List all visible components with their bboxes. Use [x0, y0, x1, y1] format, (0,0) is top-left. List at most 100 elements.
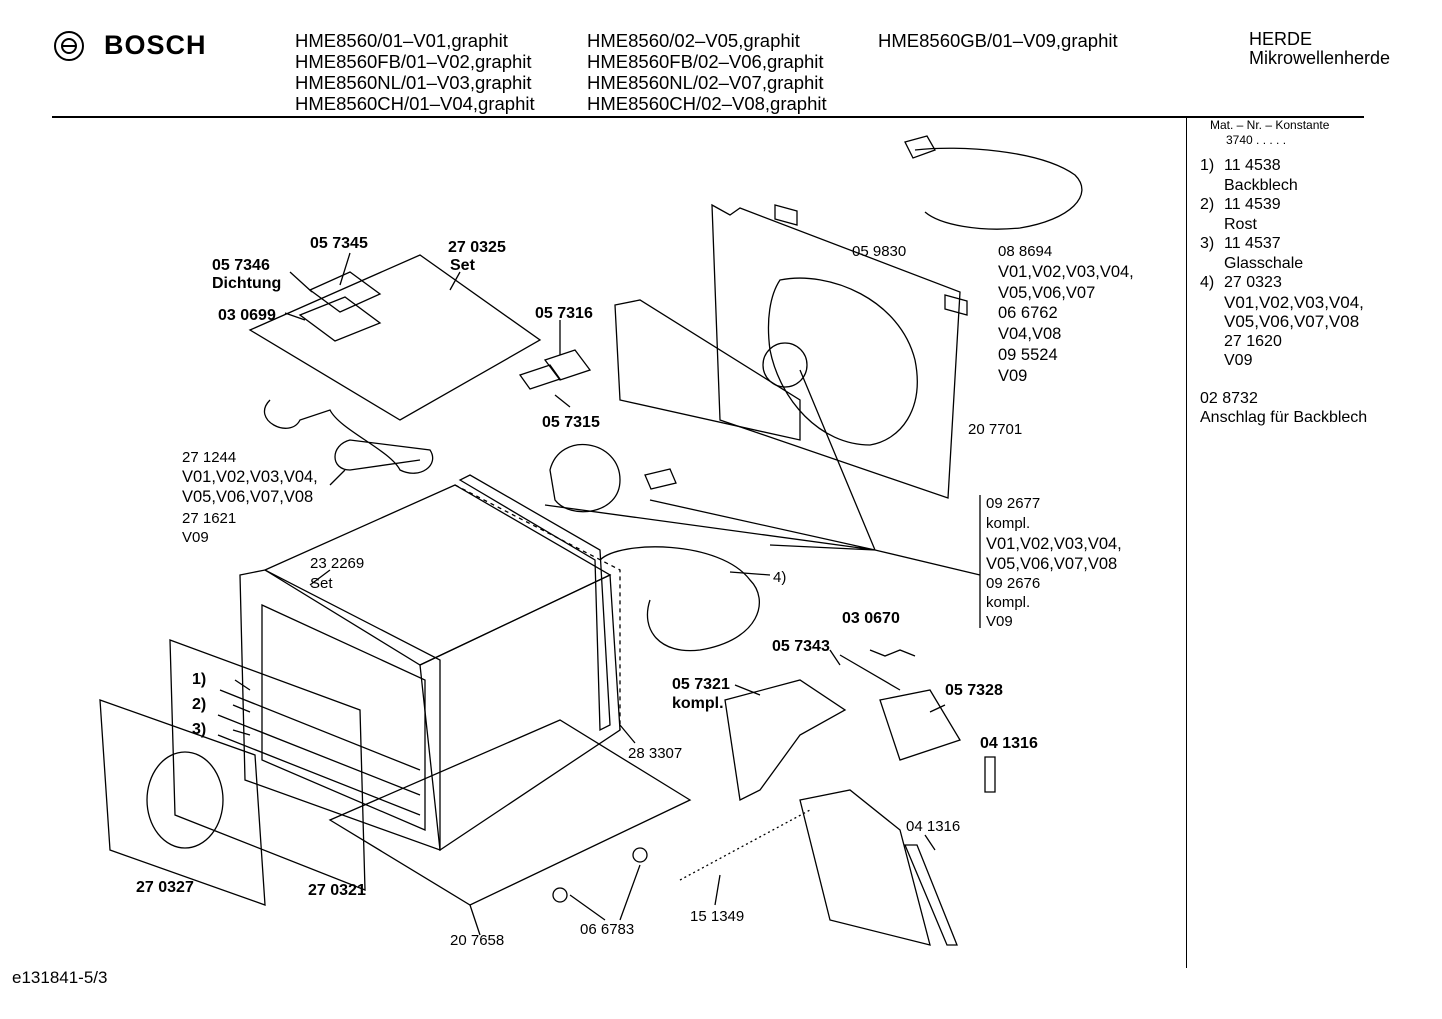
label-270325: 27 0325 — [448, 239, 506, 256]
cable — [679, 809, 811, 881]
shelf-rails — [217, 689, 421, 816]
document-id: e131841-5/3 — [12, 968, 108, 987]
legend-divider — [1186, 118, 1187, 968]
label-030670: 03 0670 — [842, 610, 900, 627]
konstante-value: 3740 . . . . . — [1226, 133, 1287, 147]
brand-block: BOSCH — [54, 30, 207, 61]
legend-item-part: 11 4538 — [1224, 157, 1281, 174]
door-perforation — [146, 751, 224, 849]
model-line: HME8560NL/01–V03,graphit — [295, 72, 532, 93]
legend-item-desc: Backblech — [1224, 176, 1298, 194]
model-line: HME8560GB/01–V09,graphit — [878, 30, 1118, 51]
label-v09-c: V09 — [986, 613, 1013, 630]
leader-lines — [232, 252, 981, 936]
label-057316: 05 7316 — [535, 305, 593, 322]
legend-item-part: 11 4539 — [1224, 196, 1281, 213]
label-270321: 27 0321 — [308, 882, 366, 899]
fan-plate — [644, 468, 677, 490]
label-variants-c2: V05,V06,V07,V08 — [986, 555, 1117, 573]
label-v09-b: V09 — [182, 529, 209, 546]
foot-1 — [632, 847, 648, 863]
legend-item: 1) 11 4538 — [1200, 156, 1367, 176]
label-030699: 03 0699 — [218, 307, 276, 324]
model-line: HME8560CH/02–V08,graphit — [587, 93, 827, 114]
label-v04-v08: V04,V08 — [998, 325, 1061, 343]
legend-item-number: 3) — [1200, 235, 1215, 252]
category-title: HERDE — [1249, 29, 1313, 49]
label-dichtung: Dichtung — [212, 275, 281, 292]
legend-item: 4) 27 0323 — [1200, 273, 1367, 293]
side-bracket — [799, 789, 931, 946]
label-kompl-3: kompl. — [672, 695, 724, 712]
stop-pin — [984, 756, 996, 793]
label-set: Set — [450, 257, 476, 274]
switch-bracket — [879, 689, 961, 761]
header-rule — [52, 116, 1364, 118]
door-glass-frame — [169, 639, 366, 891]
foot-2 — [552, 887, 568, 903]
bottom-heater — [599, 546, 760, 652]
fan-motor — [762, 342, 808, 388]
label-v09-a: V09 — [998, 367, 1027, 385]
door-latch — [724, 679, 847, 801]
exploded-parts-diagram: 05 7345 27 0325 Set 05 7346 Dichtung 03 … — [99, 135, 1134, 949]
label-271621: 27 1621 — [182, 510, 236, 527]
label-057345: 05 7345 — [310, 235, 368, 252]
bosch-logo-icon — [54, 30, 84, 61]
legend-extra-part: 02 8732 — [1200, 389, 1258, 407]
label-variants-a1: V01,V02,V03,V04, — [998, 263, 1134, 281]
insulation-mat — [458, 474, 611, 732]
legend-item-part: 27 0323 — [1224, 274, 1282, 291]
label-4: 4) — [773, 569, 786, 586]
legend-extra-desc: Anschlag für Backblech — [1200, 409, 1368, 426]
label-151349: 15 1349 — [690, 908, 744, 925]
model-line: HME8560/01–V01,graphit — [295, 30, 508, 51]
spring — [869, 649, 916, 657]
label-207658: 20 7658 — [450, 932, 504, 949]
label-088694: 08 8694 — [998, 243, 1052, 260]
label-066762: 06 6762 — [998, 304, 1058, 322]
label-variants-c1: V01,V02,V03,V04, — [986, 535, 1122, 553]
legend-item-number: 4) — [1200, 274, 1215, 291]
label-057346: 05 7346 — [212, 257, 270, 274]
model-line: HME8560FB/02–V06,graphit — [587, 51, 824, 72]
category-subtitle: Mikrowellenherde — [1249, 48, 1391, 68]
label-2: 2) — [192, 696, 206, 713]
label-059830: 05 9830 — [852, 243, 906, 260]
base-plate — [328, 719, 692, 906]
label-270327: 27 0327 — [136, 879, 194, 896]
power-plug — [904, 135, 936, 159]
legend-item-variants: V05,V06,V07,V08 — [1224, 312, 1360, 331]
fan-cover — [767, 277, 918, 446]
konstante-header: Mat. – Nr. – Konstante — [1210, 118, 1330, 132]
label-variants-a2: V05,V06,V07 — [998, 284, 1095, 302]
cavity-insulation — [454, 484, 621, 730]
top-window-glass — [298, 271, 382, 342]
label-271244: 27 1244 — [182, 449, 236, 466]
convection-fan — [549, 443, 621, 513]
back-panel — [711, 203, 961, 499]
category-block: HERDE Mikrowellenherde — [1249, 30, 1390, 68]
legend-item-part: 27 1620 — [1224, 332, 1282, 350]
models-column-2: HME8560/02–V05,graphit HME8560FB/02–V06,… — [587, 30, 827, 114]
label-057343: 05 7343 — [772, 638, 830, 655]
label-057321: 05 7321 — [672, 676, 730, 693]
label-283307: 28 3307 — [628, 745, 682, 762]
label-057328: 05 7328 — [945, 682, 1003, 699]
side-rail — [904, 844, 958, 946]
legend-item: 2) 11 4539 — [1200, 195, 1367, 215]
legend-item-variants: V01,V02,V03,V04, — [1224, 292, 1364, 312]
model-line: HME8560CH/01–V04,graphit — [295, 93, 535, 114]
parts-legend: Mat. – Nr. – Konstante 3740 . . . . . 1)… — [1200, 118, 1367, 428]
label-041316-a: 04 1316 — [980, 735, 1038, 752]
legend-item-number: 2) — [1200, 196, 1215, 213]
power-cable — [914, 147, 1083, 230]
model-line: HME8560/02–V05,graphit — [587, 30, 800, 51]
legend-item-part: 11 4537 — [1224, 235, 1281, 252]
legend-item-variants: V09 — [1224, 352, 1253, 369]
label-set-2: Set — [310, 575, 333, 592]
label-kompl-2: kompl. — [986, 594, 1030, 611]
label-092677: 09 2677 — [986, 495, 1040, 512]
cavity-side — [419, 574, 621, 852]
legend-item-number: 1) — [1200, 157, 1215, 174]
